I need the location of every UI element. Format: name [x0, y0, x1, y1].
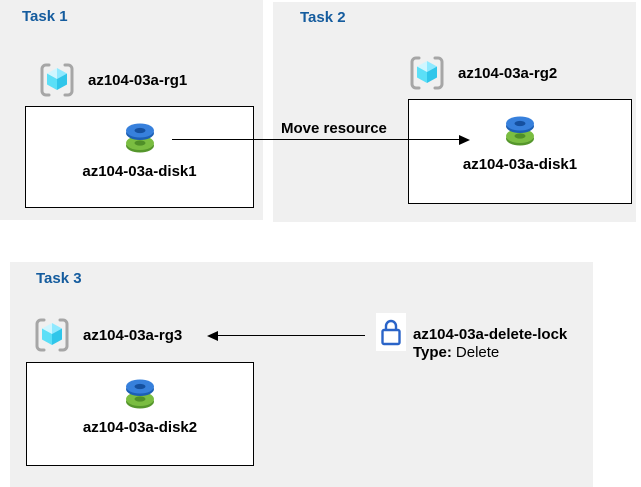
lock-type-value: Delete [455, 344, 500, 361]
resource-group-icon [35, 318, 69, 352]
task3-title: Task 3 [36, 270, 82, 287]
lock-type-label: Type: [413, 344, 452, 361]
task1-resource-box: az104-03a-disk1 [25, 106, 254, 208]
move-arrow-head [459, 135, 470, 145]
resource-group-icon [410, 56, 444, 90]
disk-label: az104-03a-disk1 [462, 156, 578, 173]
lock-arrow-head [207, 331, 218, 341]
task1-title: Task 1 [22, 8, 68, 25]
lock-icon-box [376, 313, 406, 351]
disk-icon [506, 116, 534, 146]
lock-arrow-line [215, 335, 365, 336]
resource-group-label: az104-03a-rg3 [83, 326, 183, 344]
resource-group-label: az104-03a-rg2 [458, 64, 558, 82]
move-arrow-line [172, 139, 461, 140]
resource-group-label: az104-03a-rg1 [88, 71, 188, 89]
move-arrow-label: Move resource [281, 120, 387, 137]
disk-label: az104-03a-disk1 [82, 163, 197, 180]
task2-title: Task 2 [300, 9, 346, 26]
resource-group-rg3: az104-03a-rg3 [33, 316, 182, 354]
resource-group-rg1: az104-03a-rg1 [38, 61, 187, 99]
resource-group-rg2: az104-03a-rg2 [408, 54, 557, 92]
resource-group-icon [40, 63, 74, 97]
task2-resource-box: az104-03a-disk1 [408, 99, 632, 204]
disk-icon [125, 123, 154, 153]
lock-name-label: az104-03a-delete-lock [413, 326, 568, 343]
lock-icon [381, 319, 401, 346]
disk-label: az104-03a-disk2 [82, 419, 198, 436]
task3-resource-box: az104-03a-disk2 [26, 362, 254, 466]
lock-type-row: Type:Delete [413, 344, 499, 362]
disk-icon [126, 379, 154, 409]
